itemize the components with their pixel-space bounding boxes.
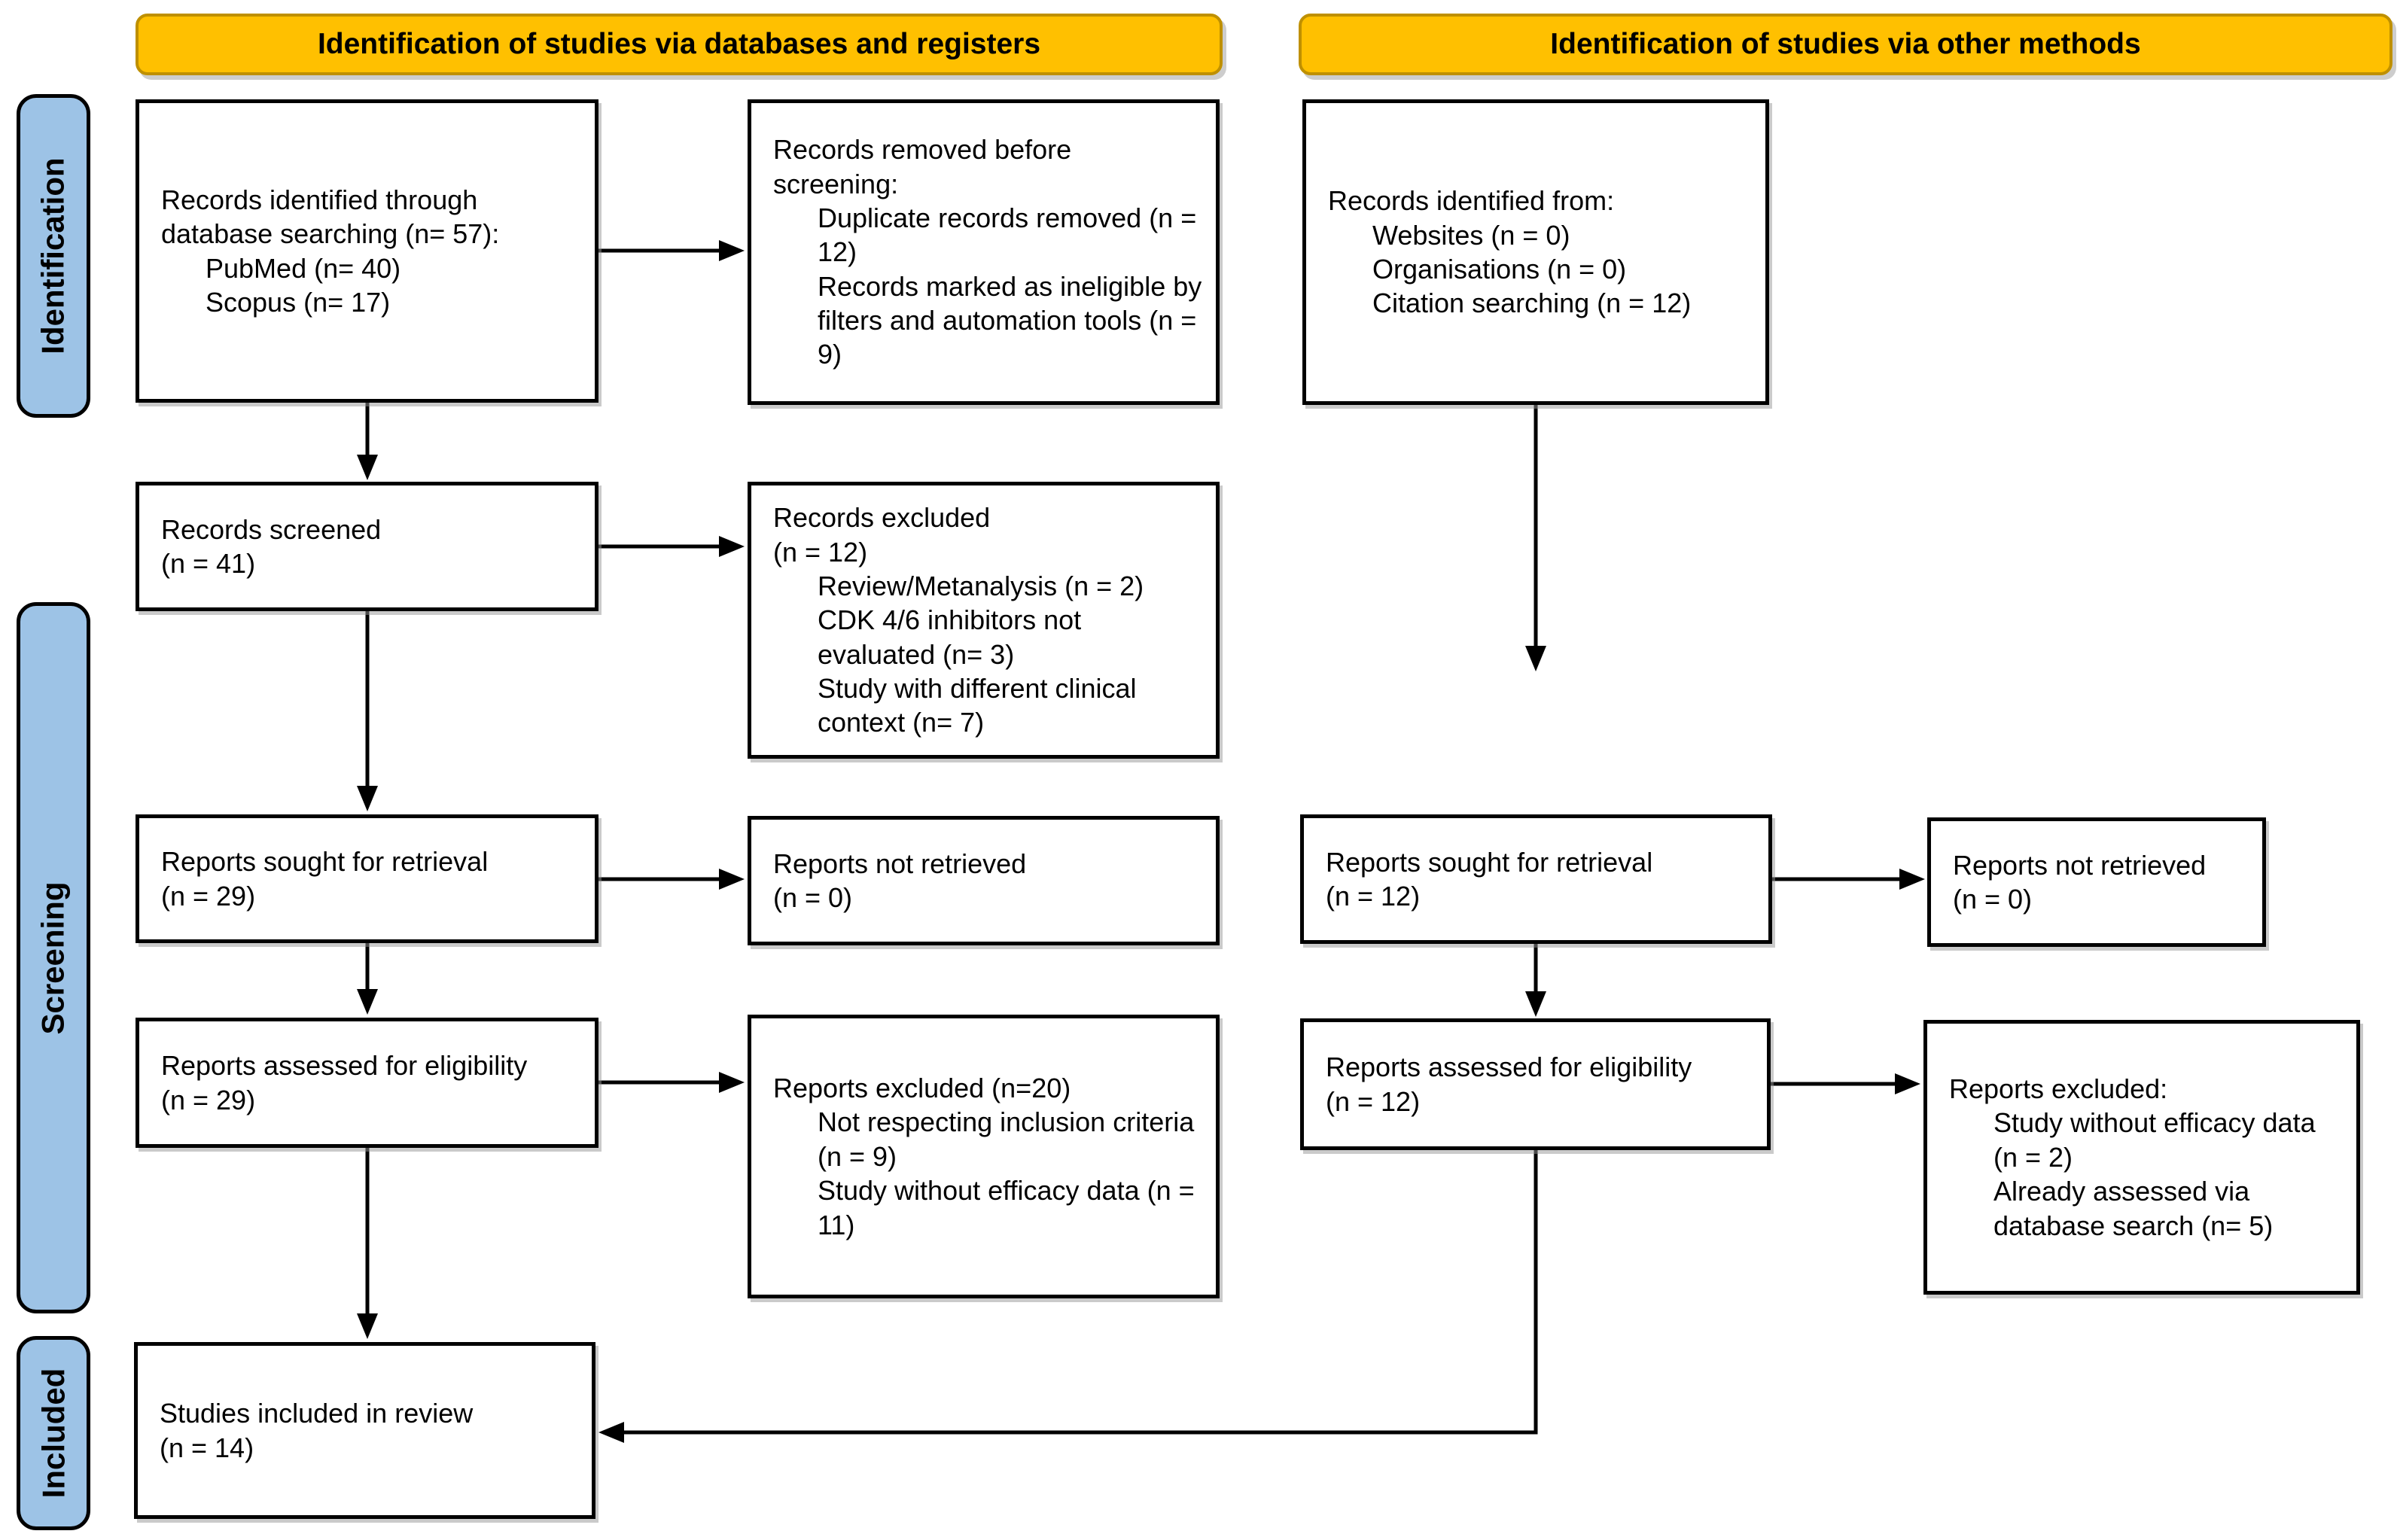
box-records-screened: Records screened (n = 41) bbox=[136, 482, 598, 611]
box-records-identified-databases: Records identified through database sear… bbox=[136, 99, 598, 403]
box-text-line: Reports not retrieved bbox=[1953, 849, 2207, 881]
arrow-sought-db-to-assessed-db bbox=[357, 943, 378, 1015]
box-text-line: Records removed before screening: bbox=[773, 134, 1072, 199]
box-text-line: Study with different clinical context (n… bbox=[818, 673, 1137, 738]
arrow-sought-other-to-not-retrieved-other bbox=[1772, 869, 1925, 890]
arrow-assessed-other-to-excluded-other bbox=[1771, 1073, 1920, 1094]
arrow-db-identified-to-screened bbox=[357, 403, 378, 480]
box-records-removed-before-screening: Records removed before screening: Duplic… bbox=[748, 99, 1220, 405]
box-text-line: Reports assessed for eligibility bbox=[1326, 1052, 1692, 1083]
box-text-line: Citation searching (n = 12) bbox=[1372, 288, 1692, 319]
box-text-line: Records marked as ineligible by filters … bbox=[818, 270, 1202, 370]
box-reports-not-retrieved-other: Reports not retrieved (n = 0) bbox=[1927, 817, 2266, 947]
box-text-line: Scopus (n= 17) bbox=[206, 286, 391, 318]
box-text-line: (n = 12) bbox=[1326, 881, 1421, 912]
box-text-line: (n = 41) bbox=[161, 548, 256, 579]
box-text-line: Records identified from: bbox=[1328, 185, 1615, 217]
arrow-screened-to-excluded bbox=[598, 536, 745, 557]
box-records-identified-other: Records identified from: Websites (n = 0… bbox=[1302, 99, 1769, 405]
banner-other-methods-label: Identification of studies via other meth… bbox=[1550, 28, 2141, 60]
box-text-line: Reports sought for retrieval bbox=[1326, 846, 1653, 878]
box-text-line: (n = 29) bbox=[161, 880, 256, 912]
box-reports-assessed-databases: Reports assessed for eligibility (n = 29… bbox=[136, 1018, 598, 1148]
box-text-line: (n = 0) bbox=[1953, 884, 2033, 915]
box-text-line: (n = 12) bbox=[773, 536, 868, 568]
box-reports-sought-other: Reports sought for retrieval (n = 12) bbox=[1300, 814, 1772, 944]
stage-screening: Screening bbox=[17, 602, 90, 1313]
arrow-assessed-db-to-excluded-db bbox=[598, 1072, 745, 1093]
box-text-line: Review/Metanalysis (n = 2) bbox=[818, 570, 1144, 601]
box-reports-excluded-databases: Reports excluded (n=20) Not respecting i… bbox=[748, 1015, 1220, 1298]
box-studies-included: Studies included in review (n = 14) bbox=[134, 1342, 595, 1519]
box-text-line: Duplicate records removed (n = 12) bbox=[818, 202, 1197, 268]
box-reports-sought-databases: Reports sought for retrieval (n = 29) bbox=[136, 814, 598, 943]
box-text-line: Study without efficacy data (n = 2) bbox=[1993, 1107, 2316, 1173]
box-text-line: Records screened bbox=[161, 513, 382, 545]
box-text-line: Reports excluded: bbox=[1949, 1073, 2168, 1105]
arrow-other-identified-down bbox=[1525, 405, 1546, 671]
box-text-line: Studies included in review bbox=[160, 1398, 474, 1429]
box-text-line: Already assessed via database search (n=… bbox=[1993, 1176, 2274, 1241]
stage-screening-label: Screening bbox=[35, 881, 72, 1035]
banner-databases-registers: Identification of studies via databases … bbox=[136, 14, 1223, 75]
box-text-line: Organisations (n = 0) bbox=[1372, 254, 1627, 285]
box-text-line: (n = 29) bbox=[161, 1084, 256, 1115]
box-text-line: (n = 12) bbox=[1326, 1085, 1421, 1117]
box-reports-excluded-other: Reports excluded: Study without efficacy… bbox=[1923, 1020, 2360, 1295]
box-text-line: Study without efficacy data (n = 11) bbox=[818, 1175, 1195, 1240]
banner-other-methods: Identification of studies via other meth… bbox=[1299, 14, 2392, 75]
box-reports-not-retrieved-databases: Reports not retrieved (n = 0) bbox=[748, 816, 1220, 945]
stage-identification: Identification bbox=[17, 94, 90, 418]
box-text-line: PubMed (n= 40) bbox=[206, 252, 401, 284]
box-reports-assessed-other: Reports assessed for eligibility (n = 12… bbox=[1300, 1018, 1771, 1150]
box-text-line: Websites (n = 0) bbox=[1372, 219, 1570, 251]
box-text-line: Records identified through database sear… bbox=[161, 184, 500, 250]
box-text-line: Records excluded bbox=[773, 502, 991, 534]
box-text-line: Reports assessed for eligibility bbox=[161, 1050, 528, 1082]
arrow-assessed-db-to-included bbox=[357, 1148, 378, 1339]
box-text-line: CDK 4/6 inhibitors not evaluated (n= 3) bbox=[818, 604, 1082, 670]
box-text-line: Reports excluded (n=20) bbox=[773, 1073, 1071, 1104]
stage-included: Included bbox=[17, 1336, 90, 1530]
banner-databases-registers-label: Identification of studies via databases … bbox=[317, 28, 1041, 60]
arrow-screened-to-sought-db bbox=[357, 611, 378, 811]
arrow-sought-other-to-assessed-other bbox=[1525, 944, 1546, 1017]
box-text-line: (n = 14) bbox=[160, 1432, 254, 1463]
box-records-excluded: Records excluded (n = 12) Review/Metanal… bbox=[748, 482, 1220, 759]
box-text-line: Reports not retrieved bbox=[773, 848, 1027, 879]
box-text-line: Reports sought for retrieval bbox=[161, 846, 489, 878]
stage-included-label: Included bbox=[35, 1368, 71, 1499]
arrow-sought-db-to-not-retrieved-db bbox=[598, 869, 745, 890]
arrow-db-identified-to-removed bbox=[598, 240, 745, 261]
stage-identification-label: Identification bbox=[35, 157, 71, 355]
box-text-line: (n = 0) bbox=[773, 882, 853, 913]
box-text-line: Not respecting inclusion criteria (n = 9… bbox=[818, 1106, 1195, 1172]
